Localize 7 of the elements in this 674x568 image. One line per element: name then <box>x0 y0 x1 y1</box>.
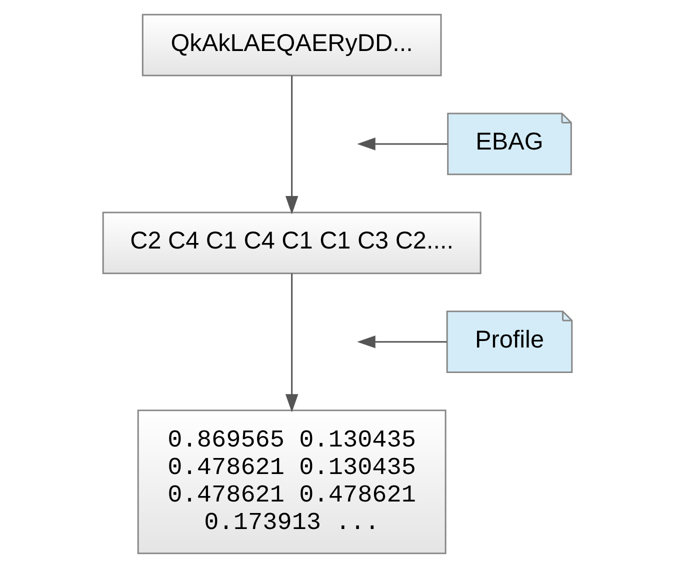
arrow <box>356 335 446 348</box>
node-box: C2 C4 C1 C4 C1 C1 C3 C2.... <box>102 212 481 274</box>
arrow <box>284 273 298 412</box>
arrow <box>284 76 298 214</box>
node-box: QkAkLAEQAERyDD... <box>141 14 442 76</box>
node-box: 0.869565 0.130435 0.478621 0.130435 0.478621 0.478621 0.173913 ... <box>136 410 446 554</box>
arrow <box>356 138 447 150</box>
